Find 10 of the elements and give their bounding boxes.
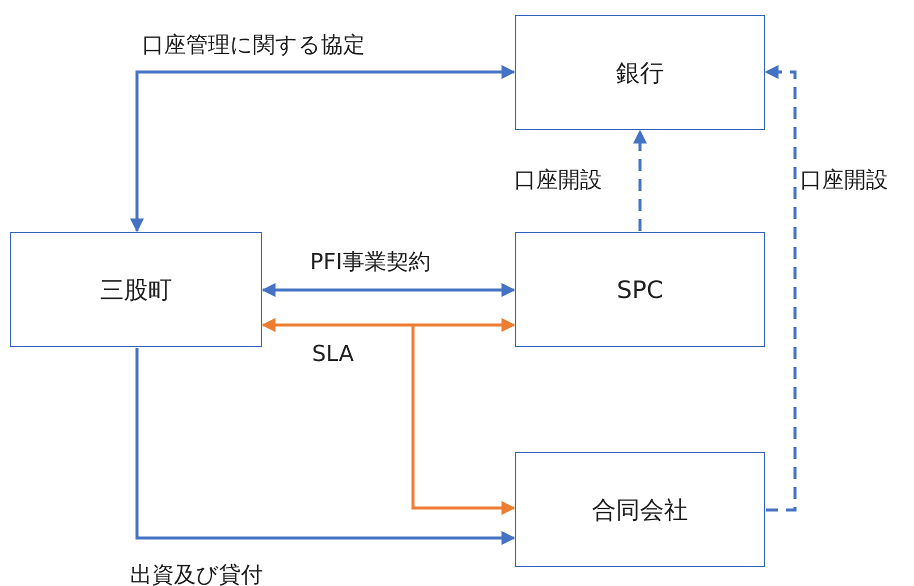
process-box: 銀行 <box>515 15 765 130</box>
arrow <box>633 130 647 231</box>
process-box: 三股町 <box>10 232 262 347</box>
process-box: 合同会社 <box>515 452 765 567</box>
arrow <box>764 65 796 512</box>
arrow <box>130 65 516 232</box>
arrow <box>262 283 516 297</box>
process-box: SPC <box>515 232 765 347</box>
arrow <box>136 348 516 545</box>
arrow <box>262 318 516 515</box>
